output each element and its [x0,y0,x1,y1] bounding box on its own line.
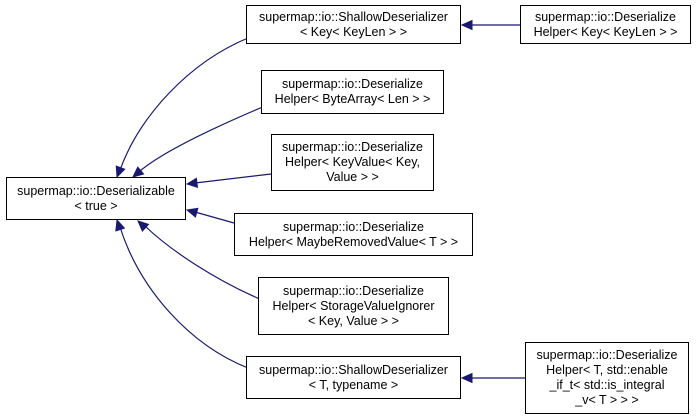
node-label-line: Helper< ByteArray< Len > > [274,92,431,106]
node-label-line: supermap::io::Deserialize [534,9,677,24]
node-label-line: Value > > [326,170,379,184]
edge-helper_bytearray-to-deserializable [139,105,266,172]
node-label-line: supermap::io::Deserialize [282,219,425,234]
arrowhead-shallow_keylen-to-deserializable [115,165,126,179]
edge-helper_maybe-to-deserializable [194,211,235,224]
node-label-line: supermap::io::Deserializable [17,183,175,198]
node-shallow-deserializer-key-keylen[interactable]: supermap::io::ShallowDeserializer< Key< … [246,5,461,44]
node-label-line: _if_t< std::is_integral [549,378,665,392]
node-label-line: Helper< StorageValueIgnorer [272,298,435,313]
node-shallow-deserializer-t-typename[interactable]: supermap::io::ShallowDeserializer< T, ty… [246,356,461,399]
node-label-line: supermap::io::ShallowDeserializer [259,362,448,377]
arrowhead-helper_storage-to-deserializable [137,220,150,232]
node-label-line: < true > [74,198,118,213]
node-label-line: Helper< Key< KeyLen > > [533,24,678,39]
node-label-line: supermap::io::Deserialize [536,348,678,362]
arrowhead-helper_maybe-to-deserializable [185,207,199,218]
node-label-line: Helper< T, std::enable [546,363,668,377]
edge-shallow_typename-to-deserializable [119,226,249,369]
arrowhead-helper_bytearray-to-deserializable [132,166,145,178]
node-label-line: < Key, Value > > [308,313,399,328]
arrowhead-shallow_typename-to-deserializable [115,218,126,232]
edge-helper_storage-to-deserializable [144,225,263,301]
edge-helper_keyvalue-to-deserializable [194,173,272,184]
edge-shallow_keylen-to-deserializable [119,37,249,171]
node-label-line: < T, typename > [308,377,399,392]
node-label-line: supermap::io::Deserialize [281,140,424,154]
node-deserializable-true[interactable]: supermap::io::Deserializable< true > [6,177,186,220]
arrowhead-helper_keyvalue-to-deserializable [185,177,199,188]
node-label-line: _v< T > > > [575,393,639,407]
node-label-line: < Key< KeyLen > > [299,24,408,39]
node-label-line: supermap::io::ShallowDeserializer [259,9,448,24]
arrowhead-helper_integral-to-shallow_typename [460,372,473,384]
node-label-line: Helper< MaybeRemovedValue< T > > [248,234,459,249]
arrowhead-helper_keylen-to-shallow_keylen [460,19,473,31]
node-label-line: Helper< KeyValue< Key, [284,155,421,169]
node-label-line: supermap::io::Deserialize [281,77,424,91]
node-label-line: supermap::io::Deserialize [282,283,425,298]
